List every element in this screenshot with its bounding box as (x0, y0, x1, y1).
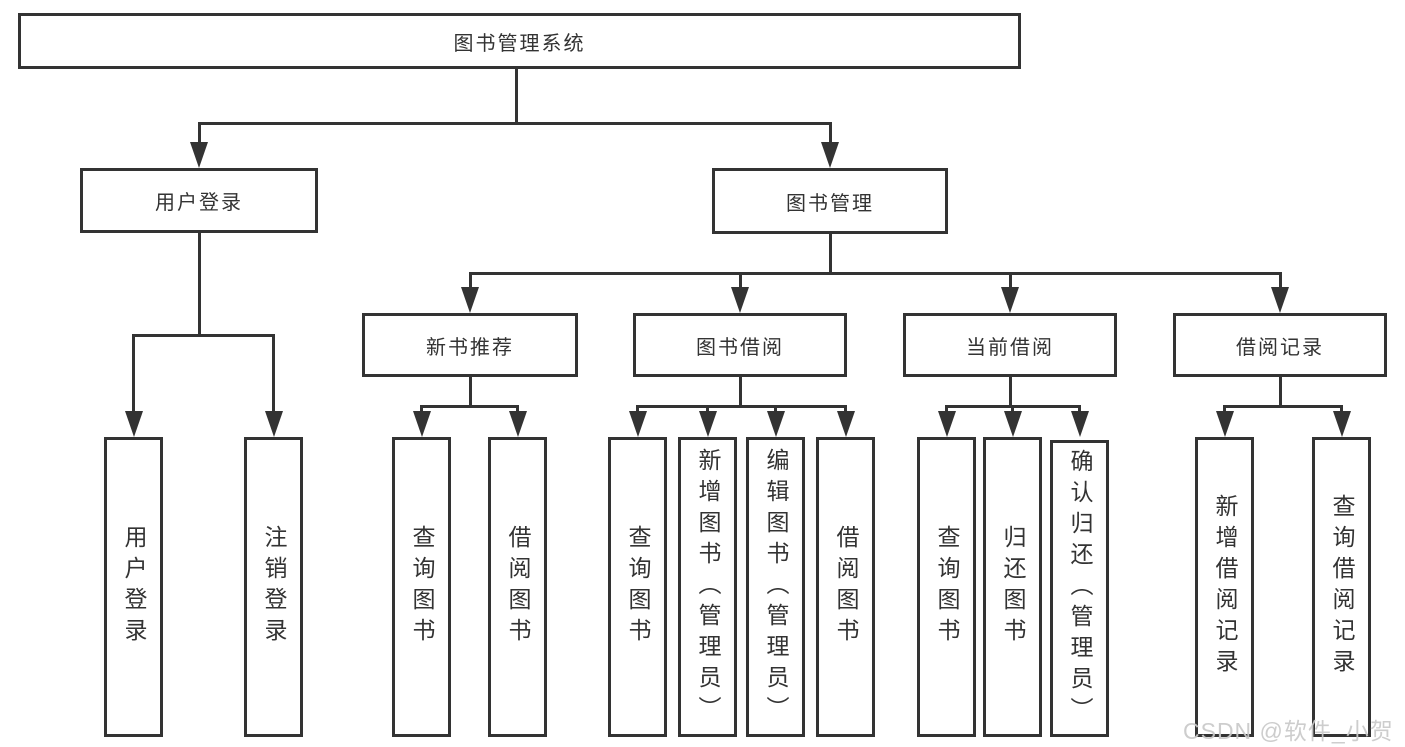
leaf-label: 查询图书 (409, 525, 435, 649)
node-label: 借阅记录 (1236, 336, 1324, 359)
leaf-label: 编辑图书（管理员） (763, 447, 789, 727)
arrow-down-icon (1215, 411, 1234, 437)
connector-line (1008, 272, 1012, 290)
leaf-return-books: 归还图书 (983, 437, 1042, 737)
leaf-query-borrow-record: 查询借阅记录 (1312, 437, 1371, 737)
leaf-label: 归还图书 (1000, 525, 1026, 649)
arrow-down-icon (937, 411, 956, 437)
leaf-label: 查询借阅记录 (1329, 494, 1355, 680)
connector-line (828, 122, 832, 146)
connector-line (1278, 272, 1282, 290)
leaf-add-book-admin: 新增图书（管理员） (678, 437, 737, 737)
connector-line (197, 122, 832, 125)
node-label: 用户登录 (155, 192, 243, 214)
connector-line (1278, 376, 1282, 407)
arrow-down-icon (508, 411, 527, 437)
connector-line (738, 272, 742, 290)
arrow-down-icon (1332, 411, 1351, 437)
leaf-label: 新增借阅记录 (1212, 494, 1238, 680)
node-label: 图书管理系统 (453, 32, 586, 55)
leaf-confirm-return-admin: 确认归还（管理员） (1050, 440, 1109, 737)
connector-line (197, 232, 201, 337)
arrow-down-icon (821, 142, 839, 168)
connector-line (468, 272, 1282, 275)
arrow-down-icon (412, 411, 431, 437)
leaf-label: 借阅图书 (833, 525, 859, 649)
csdn-watermark: CSDN @软件_小贺同学 (1183, 718, 1394, 744)
leaf-edit-book-admin: 编辑图书（管理员） (746, 437, 805, 737)
arrow-down-icon (1070, 411, 1089, 437)
leaf-label: 确认归还（管理员） (1067, 449, 1093, 728)
arrow-down-icon (1271, 287, 1289, 313)
connector-line (636, 405, 847, 408)
node-current-borrowing: 当前借阅 (903, 313, 1117, 377)
node-borrowing-records: 借阅记录 (1173, 313, 1387, 377)
connector-line (420, 405, 519, 408)
leaf-query-books-borrow: 查询图书 (608, 437, 667, 737)
connector-line (132, 334, 135, 414)
connector-line (132, 334, 275, 337)
connector-line (828, 232, 832, 275)
leaf-borrow-books: 借阅图书 (816, 437, 875, 737)
leaf-logout: 注销登录 (244, 437, 303, 737)
arrow-down-icon (836, 411, 855, 437)
node-label: 图书借阅 (696, 336, 784, 359)
node-library-management-system: 图书管理系统 (18, 13, 1021, 69)
arrow-down-icon (190, 142, 208, 168)
connector-line (468, 272, 472, 290)
connector-line (272, 334, 275, 414)
leaf-label: 借阅图书 (505, 525, 531, 649)
leaf-query-books-recommend: 查询图书 (392, 437, 451, 737)
arrow-down-icon (698, 411, 717, 437)
connector-line (738, 376, 742, 407)
node-label: 图书管理 (786, 192, 874, 215)
arrow-down-icon (124, 411, 143, 437)
leaf-user-login: 用户登录 (104, 437, 163, 737)
arrow-down-icon (731, 287, 749, 313)
leaf-query-books-current: 查询图书 (917, 437, 976, 737)
leaf-add-borrow-record: 新增借阅记录 (1195, 437, 1254, 737)
arrow-down-icon (1003, 411, 1022, 437)
node-book-management: 图书管理 (712, 168, 948, 234)
node-book-borrowing: 图书借阅 (633, 313, 847, 377)
node-label: 当前借阅 (966, 336, 1054, 359)
node-user-login: 用户登录 (80, 168, 318, 233)
node-label: 新书推荐 (426, 336, 514, 359)
arrow-down-icon (628, 411, 647, 437)
leaf-label: 新增图书（管理员） (695, 447, 721, 727)
arrow-down-icon (766, 411, 785, 437)
leaf-label: 注销登录 (261, 525, 287, 649)
arrow-down-icon (461, 287, 479, 313)
connector-line (1223, 405, 1343, 408)
connector-line (468, 376, 472, 407)
arrow-down-icon (264, 411, 283, 437)
leaf-label: 查询图书 (934, 525, 960, 649)
connector-line (1008, 376, 1012, 407)
leaf-label: 查询图书 (625, 525, 651, 649)
connector-line (197, 122, 201, 146)
leaf-label: 用户登录 (121, 525, 147, 649)
leaf-borrow-books-recommend: 借阅图书 (488, 437, 547, 737)
connector-line (514, 67, 518, 124)
arrow-down-icon (1001, 287, 1019, 313)
node-new-book-recommendation: 新书推荐 (362, 313, 578, 377)
